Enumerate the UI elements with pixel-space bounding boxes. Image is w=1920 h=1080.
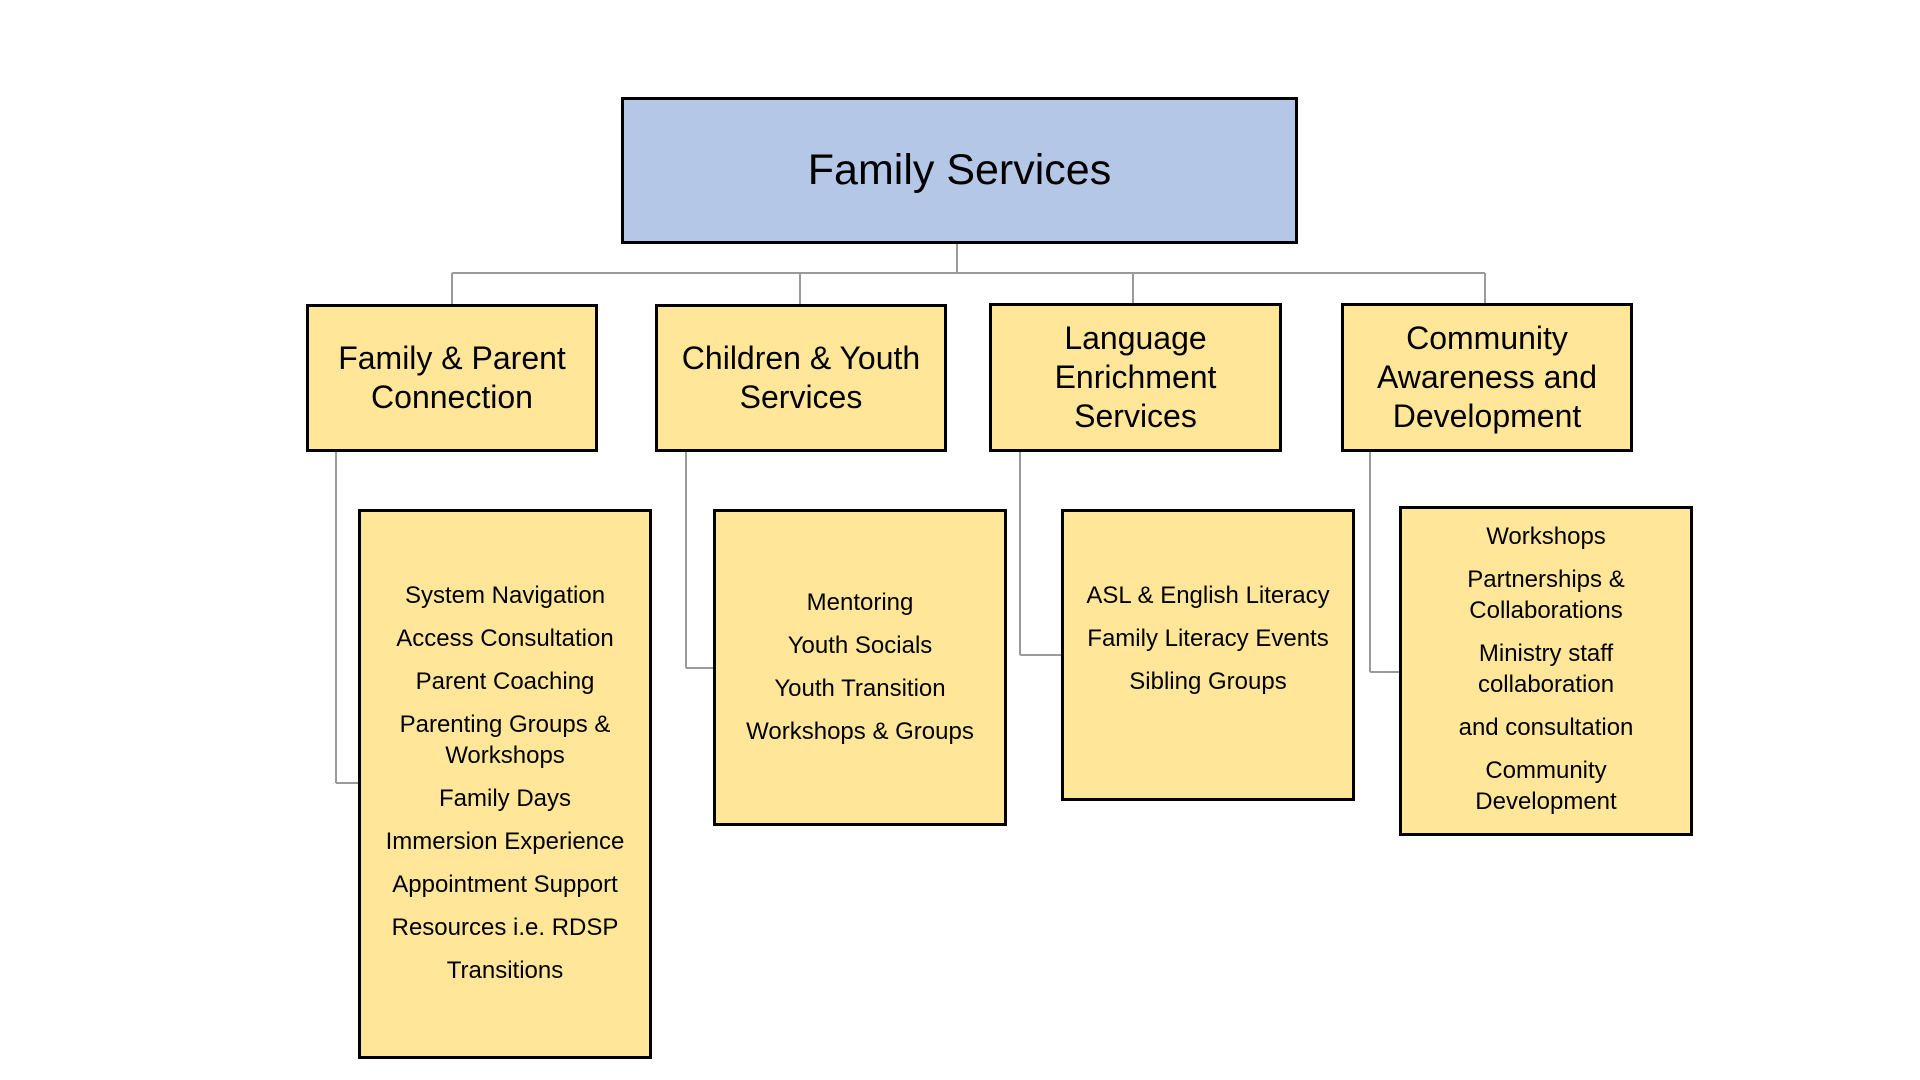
category-title-line: Connection [371, 379, 533, 415]
list-item: Mentoring [806, 589, 914, 616]
root-box: Family Services [621, 97, 1298, 244]
list-item: Partnerships & Collaborations [1467, 566, 1625, 624]
list-box-family-parent: System Navigation Access Consultation Pa… [358, 509, 652, 1059]
list-item: Workshops [1486, 523, 1606, 550]
list-box-community-awareness: Workshops Partnerships & Collaborations … [1399, 506, 1693, 836]
category-title-line: Awareness and [1377, 359, 1597, 395]
category-box-language-enrichment: Language Enrichment Services [989, 303, 1282, 452]
list-item: Sibling Groups [1129, 668, 1287, 695]
list-item: Youth Socials [787, 632, 933, 659]
list-item: ASL & English Literacy [1086, 582, 1330, 609]
list-item: Family Days [438, 785, 571, 812]
list-item: Parent Coaching [415, 668, 595, 695]
list-item: Resources i.e. RDSP [391, 914, 619, 941]
list-item: Workshops & Groups [746, 718, 974, 745]
root-title: Family Services [807, 145, 1112, 194]
category-title-line: Enrichment [1054, 359, 1217, 395]
category-title-line: Language [1064, 320, 1207, 356]
list-item: and consultation [1458, 714, 1634, 741]
list-item: Transitions [446, 957, 564, 984]
list-item: Appointment Support [392, 871, 618, 898]
category-box-children-youth: Children & Youth Services [655, 304, 947, 452]
category-title-line: Services [739, 379, 863, 415]
category-title-line: Services [1074, 398, 1197, 434]
list-item: Access Consultation [396, 625, 614, 652]
category-title-line: Family & Parent [338, 340, 566, 376]
list-box-language-enrichment: ASL & English Literacy Family Literacy E… [1061, 509, 1355, 801]
list-item: Youth Transition [774, 675, 946, 702]
category-title-line: Development [1392, 398, 1582, 434]
category-box-family-parent: Family & Parent Connection [306, 304, 598, 452]
category-title-line: Community [1406, 320, 1568, 356]
category-title-line: Children & Youth [681, 340, 921, 376]
category-box-community-awareness: Community Awareness and Development [1341, 303, 1633, 452]
list-item: Community Development [1475, 757, 1617, 815]
list-item: Parenting Groups & Workshops [399, 711, 611, 769]
list-box-children-youth: Mentoring Youth Socials Youth Transition… [713, 509, 1007, 826]
list-item: Immersion Experience [385, 828, 625, 855]
list-item: Family Literacy Events [1087, 625, 1329, 652]
list-item: System Navigation [404, 582, 606, 609]
list-item: Ministry staff collaboration [1477, 640, 1615, 698]
